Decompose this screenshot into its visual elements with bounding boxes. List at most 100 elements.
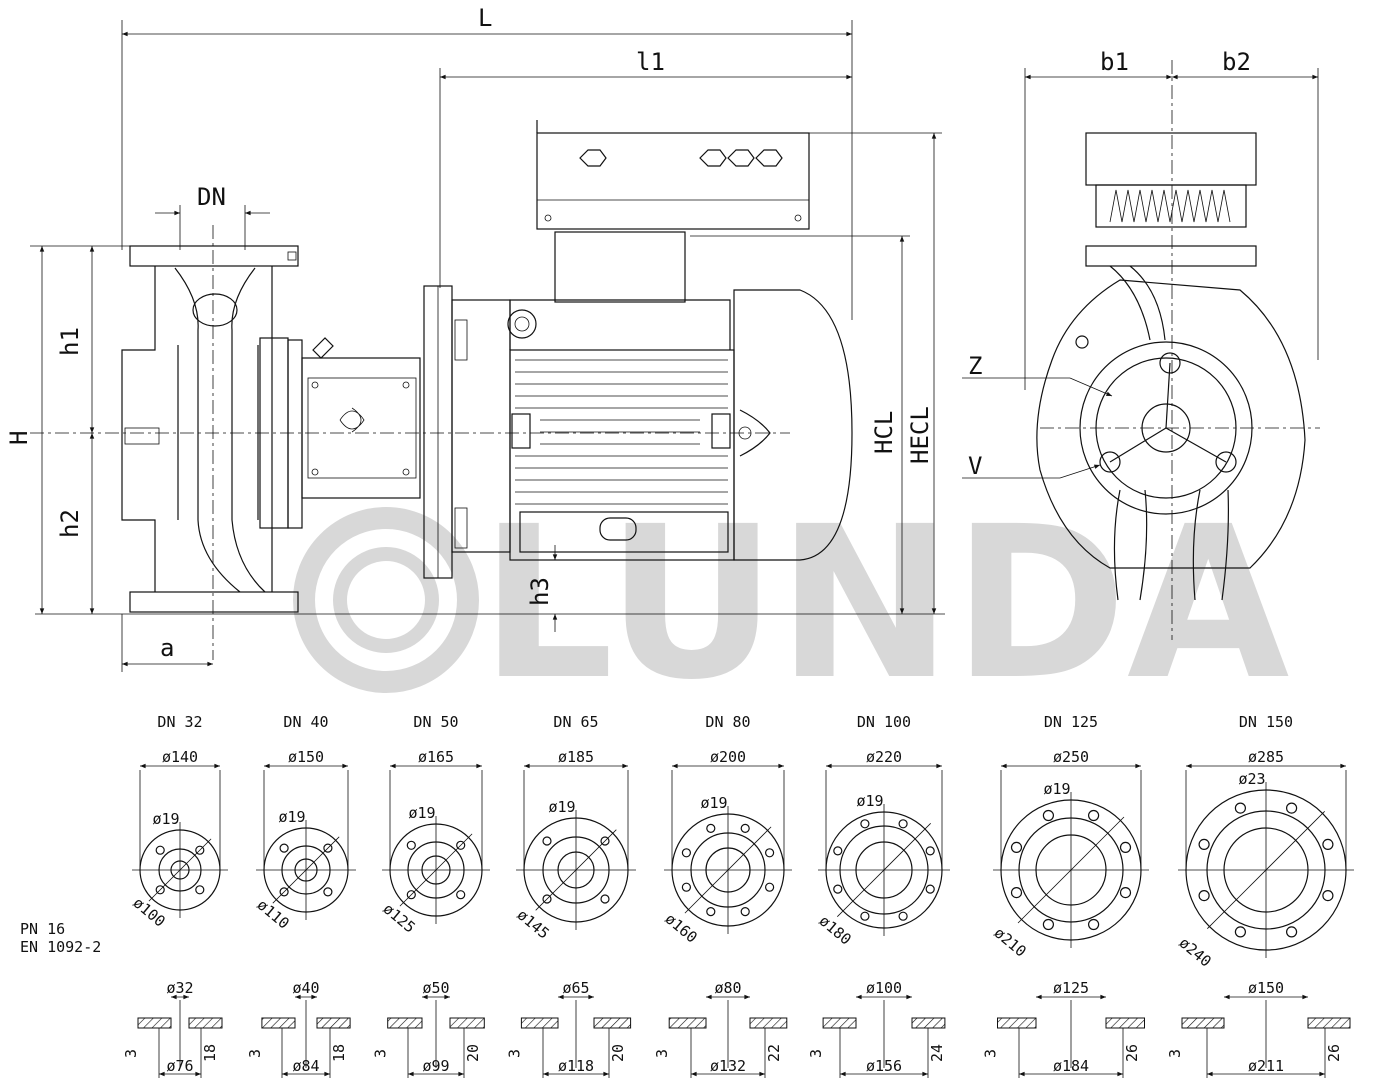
flange-dn50-outer: ø165 <box>418 748 454 766</box>
flange-dn125-step: 3 <box>982 1049 1000 1058</box>
flange-dn40-thickness: 18 <box>330 1044 348 1062</box>
flange-dn100-outer: ø220 <box>866 748 902 766</box>
flange-dn150-bolt-hole <box>1234 926 1247 938</box>
flange-dn150-pcd: ø240 <box>1176 934 1215 971</box>
flange-dn65-section-right <box>593 1017 632 1029</box>
flange-dn32-bore: ø32 <box>166 979 193 997</box>
dim-h1: h1 <box>56 327 84 356</box>
flange-dn50-bolt-hole <box>456 890 466 900</box>
pump-front-view <box>1036 60 1320 640</box>
flange-dn150-step: 3 <box>1166 1049 1184 1058</box>
flange-dn40-bolt-hole <box>279 843 289 853</box>
flange-dn65-pcd: ø145 <box>514 906 553 943</box>
flange-dn40-pcd: ø110 <box>254 896 293 933</box>
side-view-dimensions: L l1 DN H h1 h2 h3 a HCL HECL <box>5 4 942 672</box>
flange-dn40-bolt-hole <box>279 887 289 897</box>
flange-dn100-bolt-hole <box>898 911 908 921</box>
flange-dn150-bolt-hole <box>1198 889 1210 902</box>
dim-HECL: HECL <box>906 406 934 464</box>
flange-dn125-bolt-hole <box>1087 918 1100 931</box>
dim-l1: l1 <box>636 48 665 76</box>
flange-dn40-bore: ø40 <box>292 979 319 997</box>
flange-dn150-bolt-hole <box>1322 838 1334 851</box>
flange-dn32-hole: ø19 <box>152 810 179 828</box>
flange-dn100-section-left <box>822 1017 857 1029</box>
flange-dn50-pcd-line <box>399 833 473 907</box>
flange-dn80-bore: ø80 <box>714 979 741 997</box>
flange-dn65-bolt-hole <box>542 836 552 846</box>
flange-dn40-pcd-line <box>272 836 340 904</box>
flange-dn32-pcd-line <box>148 838 212 902</box>
flange-dn150-bolt-hole <box>1322 889 1334 902</box>
flange-dn65-pcd-line <box>535 829 617 911</box>
flange-dn32-title: DN 32 <box>157 713 202 731</box>
flange-dn150-raised: ø211 <box>1248 1057 1284 1075</box>
flange-dn32-bolt-hole <box>195 885 205 895</box>
flange-dn125-bolt-hole <box>1087 809 1100 822</box>
flange-dn65-bolt-hole <box>600 894 610 904</box>
flange-dn100-hole: ø19 <box>856 792 883 810</box>
flange-dn125-bolt-hole <box>1042 809 1055 822</box>
flange-dn80-bolt-hole <box>740 906 750 917</box>
flange-dn80-bolt-hole <box>681 882 692 892</box>
dim-a: a <box>160 634 174 662</box>
flange-dn40-hole: ø19 <box>278 808 305 826</box>
dim-DN: DN <box>197 183 226 211</box>
flange-dn32-bolt-hole <box>155 845 165 855</box>
flange-dn40-section-left <box>261 1017 296 1029</box>
flange-dn65-step: 3 <box>505 1049 523 1058</box>
label-Z: Z <box>968 352 982 380</box>
flange-dn32-bolt-hole <box>155 885 165 895</box>
flange-dn40-outer: ø150 <box>288 748 324 766</box>
front-view-dimensions: b1 b2 Z V <box>962 48 1319 480</box>
flange-dn65-hole: ø19 <box>548 798 575 816</box>
dim-h2: h2 <box>56 509 84 538</box>
flange-dn32-bolt-hole <box>195 845 205 855</box>
flange-dn80-section-right <box>749 1017 788 1029</box>
flange-dn50-step: 3 <box>372 1049 390 1058</box>
flange-dn80-raised: ø132 <box>710 1057 746 1075</box>
flange-dn150-bore: ø150 <box>1248 979 1284 997</box>
svg-text:LUNDA: LUNDA <box>480 481 1289 726</box>
flange-dn32-section-left <box>137 1017 172 1029</box>
flange-dn40-step: 3 <box>246 1049 264 1058</box>
flange-dn80-bolt-hole <box>740 823 750 834</box>
flange-dn50-section-right <box>449 1017 485 1029</box>
standard-note: PN 16 EN 1092-2 <box>20 920 101 956</box>
flange-dn100-bolt-hole <box>860 819 870 829</box>
flange-dn100-bore: ø100 <box>866 979 902 997</box>
label-V: V <box>968 452 982 480</box>
flange-dn150-section-right <box>1307 1017 1351 1029</box>
flange-dn50-bolt-hole <box>406 840 416 850</box>
flange-dn125-outer: ø250 <box>1053 748 1089 766</box>
flange-dn100-bolt-hole <box>925 884 935 894</box>
flange-dn40-title: DN 40 <box>283 713 328 731</box>
flange-dn50-pcd: ø125 <box>380 900 419 937</box>
flange-dn80-bolt-hole <box>764 848 775 858</box>
flange-dn125-thickness: 26 <box>1123 1044 1141 1062</box>
flange-dn150-title: DN 150 <box>1239 713 1293 731</box>
flange-dn80-bolt-hole <box>681 848 692 858</box>
flange-dn100-step: 3 <box>807 1049 825 1058</box>
flange-dn100-raised: ø156 <box>866 1057 902 1075</box>
flange-dn150-outer: ø285 <box>1248 748 1284 766</box>
flange-dn150-hole: ø23 <box>1238 770 1265 788</box>
flange-dn32-thickness: 18 <box>201 1044 219 1062</box>
flange-dn50-hole: ø19 <box>408 804 435 822</box>
flange-dn125-raised: ø184 <box>1053 1057 1089 1075</box>
flange-dn65-bore: ø65 <box>562 979 589 997</box>
flange-dn50-bolt-hole <box>456 840 466 850</box>
flange-dn50-raised: ø99 <box>422 1057 449 1075</box>
flange-dn100-bolt-hole <box>833 846 843 856</box>
pump-side-view <box>30 120 945 660</box>
en-label: EN 1092-2 <box>20 938 101 956</box>
flange-dn80-pcd-line <box>684 826 772 914</box>
flange-dn125-title: DN 125 <box>1044 713 1098 731</box>
flange-dn65-title: DN 65 <box>553 713 598 731</box>
flange-dn80-bolt-hole <box>764 882 775 892</box>
flange-dn150-thickness: 26 <box>1325 1044 1343 1062</box>
flange-dn100-bolt-hole <box>860 911 870 921</box>
flange-dn40-bolt-hole <box>323 887 333 897</box>
